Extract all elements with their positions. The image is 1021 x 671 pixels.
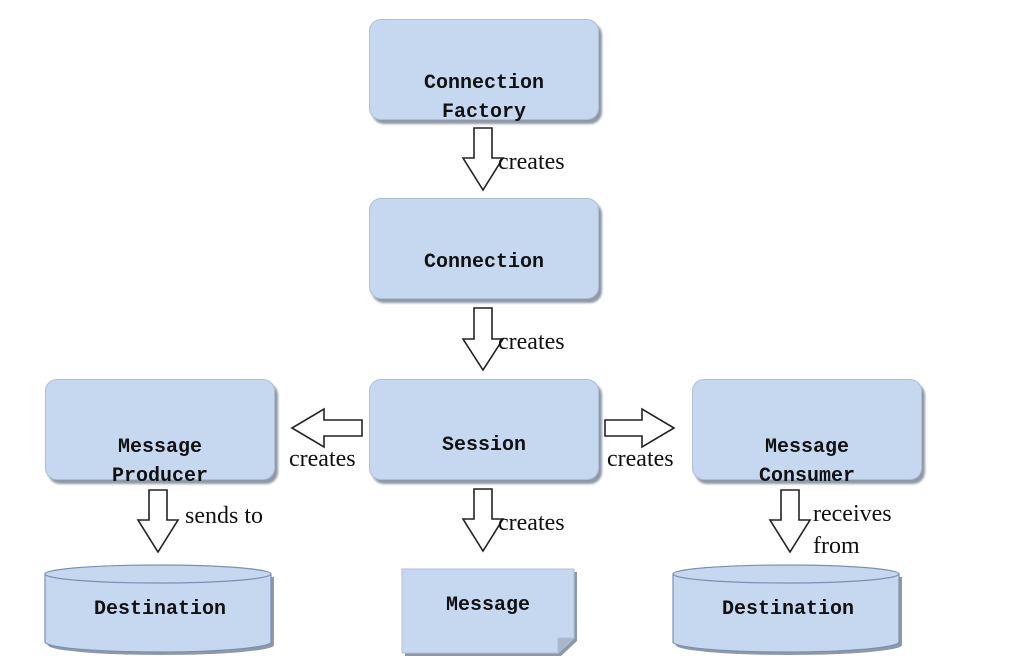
arrow-down-factory-connection xyxy=(461,127,505,192)
arrow-left-session-producer xyxy=(290,407,363,449)
arrow-down-connection-session xyxy=(461,307,505,372)
arrow-right-session-consumer xyxy=(604,407,676,449)
destination-right-cylinder xyxy=(672,564,902,655)
message-producer-box: Message Producer xyxy=(45,379,275,488)
connection-factory-box: Connection Factory xyxy=(369,19,599,124)
arrow-down-session-message xyxy=(461,488,505,553)
edge-label-session-message: creates xyxy=(498,510,565,536)
edge-label-session-producer: creates xyxy=(289,446,356,472)
message-label: Message xyxy=(445,594,530,617)
connection-factory-label: Connection Factory xyxy=(423,72,545,124)
arrow-down-consumer-destination xyxy=(768,489,812,554)
edge-label-connection-session: creates xyxy=(498,329,565,355)
message-document-shape xyxy=(401,568,577,656)
destination-left-cylinder xyxy=(44,564,274,655)
destination-right-label: Destination xyxy=(721,598,855,621)
edge-label-consumer-destination-1: receives xyxy=(813,501,892,527)
edge-label-factory-connection: creates xyxy=(498,149,565,175)
message-consumer-label: Message Consumer xyxy=(758,436,855,488)
session-label: Session xyxy=(441,434,526,457)
session-box: Session xyxy=(369,379,599,480)
edge-label-consumer-destination-2: from xyxy=(813,533,860,559)
message-producer-label: Message Producer xyxy=(111,436,208,488)
edge-label-session-consumer: creates xyxy=(607,446,674,472)
message-consumer-box: Message Consumer xyxy=(692,379,922,488)
connection-box: Connection xyxy=(369,198,599,299)
destination-left-label: Destination xyxy=(93,598,227,621)
edge-label-producer-destination: sends to xyxy=(185,503,263,529)
arrow-down-producer-destination xyxy=(136,489,180,554)
connection-label: Connection xyxy=(423,251,545,274)
